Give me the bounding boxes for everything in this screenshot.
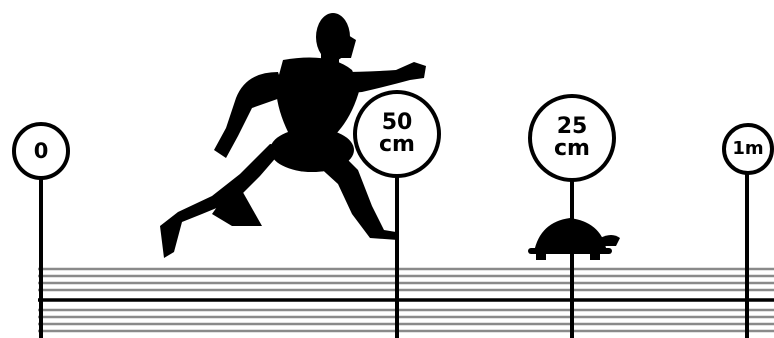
marker-25cm-circle: 25 cm (528, 94, 616, 182)
track-lanes (0, 266, 774, 338)
marker-1m-pole (745, 173, 749, 338)
marker-0-pole (39, 178, 43, 338)
marker-1m-circle: 1m (722, 123, 774, 175)
marker-50cm-circle: 50 cm (353, 90, 441, 178)
marker-25cm-pole (570, 180, 574, 338)
marker-25cm-value: 25 (557, 116, 588, 138)
marker-50cm-value: 50 (382, 112, 413, 134)
marker-25cm-unit: cm (554, 138, 590, 160)
marker-1m-value: 1m (732, 140, 763, 158)
tortoise-icon (528, 218, 620, 260)
marker-50cm-pole (395, 176, 399, 338)
marker-0-circle: 0 (12, 122, 70, 180)
marker-50cm-unit: cm (379, 134, 415, 156)
marker-0-value: 0 (34, 141, 49, 162)
